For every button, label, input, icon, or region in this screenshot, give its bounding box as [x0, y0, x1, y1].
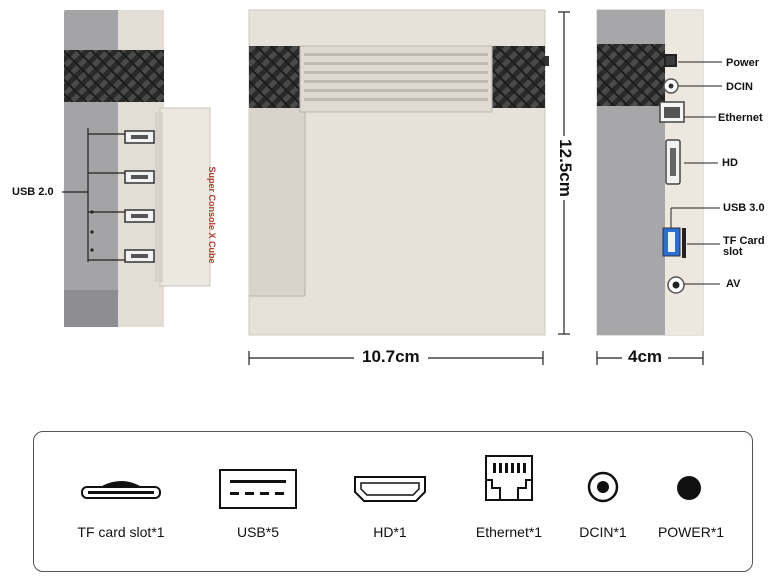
- port-label-power: Power: [726, 57, 760, 69]
- tf-card-icon: [81, 481, 161, 499]
- right-side-view: Power DCIN Ethernet HD USB 3.0 TF Card s…: [580, 0, 780, 380]
- port-label-av: AV: [726, 278, 741, 290]
- panel-label-usb: USB*5: [236, 524, 280, 540]
- port-label-hd: HD: [722, 157, 738, 169]
- port-label-dcin: DCIN: [726, 81, 753, 93]
- panel-label-dcin: DCIN*1: [579, 524, 627, 540]
- branding-text: Super Console X Cube: [207, 166, 217, 264]
- panel-label-power: POWER*1: [657, 524, 725, 540]
- usb-2-label: USB 2.0: [12, 186, 54, 198]
- front-view: 12.5cm 10.7cm: [240, 0, 575, 380]
- front-device-drawing: [248, 9, 549, 336]
- ports-panel: TF card slot*1 USB*5 HD*1 Ethernet*1 DCI…: [33, 431, 753, 572]
- ethernet-icon: [485, 455, 533, 501]
- left-side-view: USB 2.0 Super Console X Cube: [0, 0, 220, 340]
- width-label: 10.7cm: [354, 347, 428, 367]
- left-device-drawing: [62, 10, 211, 327]
- port-label-usb3: USB 3.0: [723, 202, 765, 214]
- panel-label-ethernet: Ethernet*1: [475, 524, 543, 540]
- panel-label-hd: HD*1: [373, 524, 407, 540]
- dc-in-icon: [587, 471, 619, 503]
- port-label-tf-card-slot: TF Card slot: [723, 235, 765, 258]
- right-device-drawing: [596, 9, 722, 336]
- depth-label: 4cm: [622, 347, 669, 367]
- height-label: 12.5cm: [555, 136, 575, 200]
- hdmi-icon: [354, 476, 426, 502]
- port-label-ethernet: Ethernet: [718, 112, 763, 124]
- power-icon: [677, 476, 701, 500]
- usb-icon: [219, 469, 297, 509]
- panel-label-tf-card-slot: TF card slot*1: [77, 524, 165, 540]
